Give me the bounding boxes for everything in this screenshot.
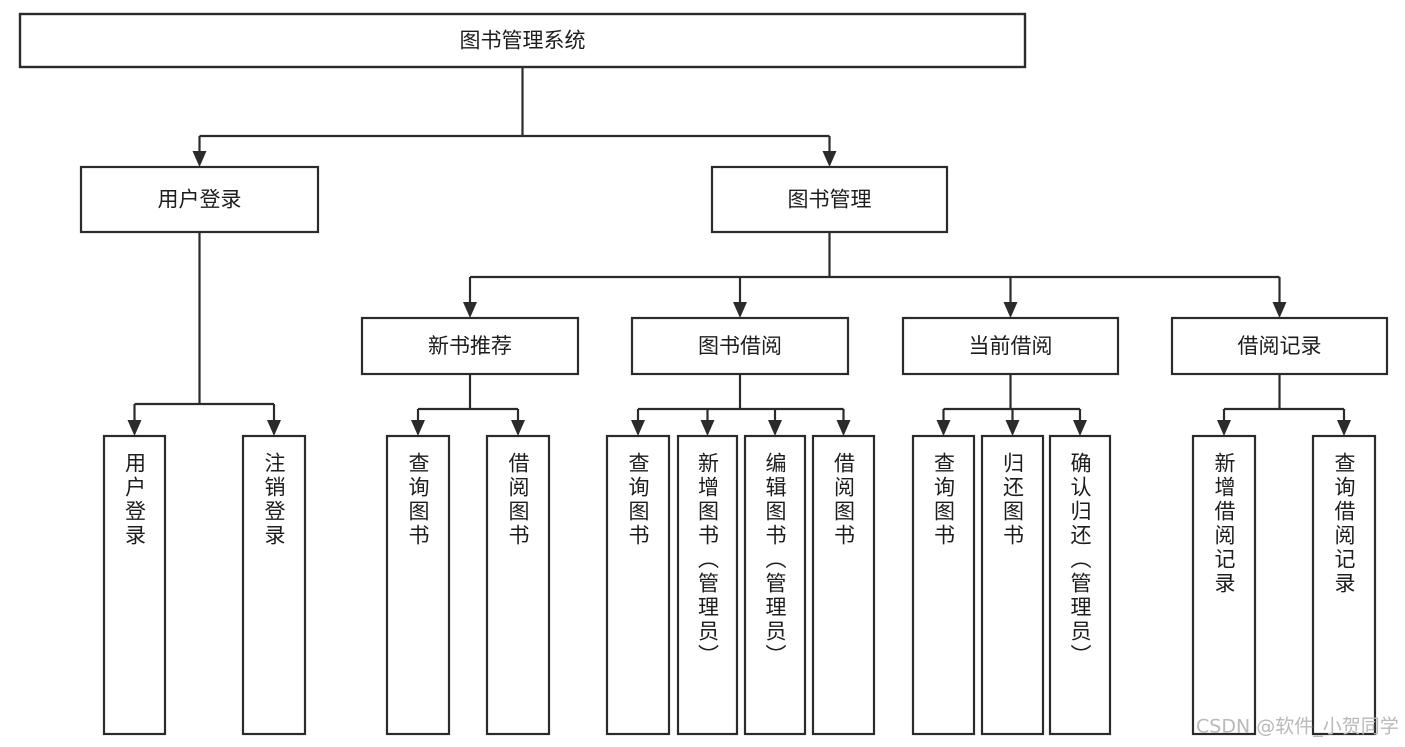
node-leaf-query-book-rec[interactable]: 查询图书 xyxy=(385,434,451,736)
node-label-leaf-confirm-return-admin: 确认归还（管理员） xyxy=(1068,452,1092,668)
node-label-book-borrow: 图书借阅 xyxy=(698,334,782,358)
node-label-leaf-query-book-borrow: 查询图书 xyxy=(626,452,650,548)
node-leaf-logout-login[interactable]: 注销登录 xyxy=(241,434,307,736)
node-label-leaf-return-book: 归还图书 xyxy=(1001,452,1025,548)
conn-root-to-user-login-arrowhead xyxy=(192,151,207,167)
node-box-leaf-query-book-borrow xyxy=(605,434,671,736)
node-leaf-confirm-return-admin[interactable]: 确认归还（管理员） xyxy=(1048,434,1112,736)
node-current-borrow[interactable]: 当前借阅 xyxy=(901,316,1120,376)
node-box-leaf-user-login xyxy=(102,434,167,736)
conn-root-to-book-manage-arrowhead xyxy=(822,151,837,167)
node-leaf-add-book-admin[interactable]: 新增图书（管理员） xyxy=(676,434,739,736)
conn-new-book-recommend-to-leaf-borrow-book-rec-arrowhead xyxy=(511,420,525,436)
node-label-leaf-query-book-current: 查询图书 xyxy=(932,452,956,548)
conn-borrow-record-to-leaf-query-borrow-record-arrowhead xyxy=(1337,420,1351,436)
csdn-watermark: CSDN @软件_小贺同学 xyxy=(1196,716,1399,738)
node-label-leaf-edit-book-admin: 编辑图书（管理员） xyxy=(763,452,787,668)
conn-book-manage-to-current-borrow-arrowhead xyxy=(1003,302,1018,318)
conn-book-borrow-to-leaf-borrow-book-arrowhead xyxy=(836,420,851,436)
conn-borrow-record-to-leaf-add-borrow-record-arrowhead xyxy=(1217,420,1231,436)
node-leaf-query-book-current[interactable]: 查询图书 xyxy=(911,434,976,736)
node-box-leaf-return-book xyxy=(980,434,1045,736)
node-label-root: 图书管理系统 xyxy=(460,29,586,53)
conn-new-book-recommend-to-leaf-query-book-rec-arrowhead xyxy=(411,420,425,436)
node-label-leaf-borrow-book: 借阅图书 xyxy=(832,452,856,548)
node-label-leaf-borrow-book-rec: 借阅图书 xyxy=(506,452,530,548)
node-label-book-manage: 图书管理 xyxy=(788,188,872,212)
node-label-new-book-recommend: 新书推荐 xyxy=(428,334,512,358)
node-box-user-login xyxy=(79,165,320,234)
node-leaf-user-login[interactable]: 用户登录 xyxy=(102,434,167,736)
node-label-borrow-record: 借阅记录 xyxy=(1238,334,1322,358)
node-box-leaf-query-book-current xyxy=(911,434,976,736)
node-box-leaf-borrow-book-rec xyxy=(485,434,551,736)
conn-book-borrow-to-leaf-query-book-borrow-arrowhead xyxy=(631,420,645,436)
node-box-leaf-add-book-admin xyxy=(676,434,739,736)
node-book-borrow[interactable]: 图书借阅 xyxy=(630,316,850,376)
node-box-leaf-confirm-return-admin xyxy=(1048,434,1112,736)
node-layer: 图书管理系统用户登录图书管理新书推荐图书借阅当前借阅借阅记录用户登录注销登录查询… xyxy=(18,12,1389,736)
node-box-leaf-edit-book-admin xyxy=(743,434,807,736)
node-label-leaf-logout-login: 注销登录 xyxy=(262,452,286,548)
node-box-book-manage xyxy=(710,165,949,234)
node-label-leaf-query-borrow-record: 查询借阅记录 xyxy=(1332,452,1356,596)
conn-book-borrow-to-leaf-edit-book-admin-arrowhead xyxy=(768,420,782,436)
conn-user-login-to-leaf-user-login-arrowhead xyxy=(127,420,142,436)
conn-book-borrow-to-leaf-add-book-admin-arrowhead xyxy=(700,420,715,436)
node-new-book-recommend[interactable]: 新书推荐 xyxy=(360,316,580,376)
conn-book-manage-to-book-borrow-arrowhead xyxy=(733,302,747,318)
node-leaf-return-book[interactable]: 归还图书 xyxy=(980,434,1045,736)
connector-layer xyxy=(127,67,1351,436)
node-leaf-query-borrow-record[interactable]: 查询借阅记录 xyxy=(1311,434,1377,736)
node-borrow-record[interactable]: 借阅记录 xyxy=(1170,316,1389,376)
node-box-leaf-add-borrow-record xyxy=(1191,434,1257,736)
node-leaf-query-book-borrow[interactable]: 查询图书 xyxy=(605,434,671,736)
conn-current-borrow-to-leaf-query-book-current-arrowhead xyxy=(936,420,951,436)
node-box-book-borrow xyxy=(630,316,850,376)
node-book-manage[interactable]: 图书管理 xyxy=(710,165,949,234)
node-label-user-login: 用户登录 xyxy=(158,188,242,212)
node-user-login[interactable]: 用户登录 xyxy=(79,165,320,234)
node-root[interactable]: 图书管理系统 xyxy=(18,12,1027,69)
node-label-leaf-add-borrow-record: 新增借阅记录 xyxy=(1212,452,1236,596)
node-box-leaf-logout-login xyxy=(241,434,307,736)
node-leaf-borrow-book[interactable]: 借阅图书 xyxy=(811,434,876,736)
conn-book-manage-to-borrow-record-arrowhead xyxy=(1272,302,1287,318)
node-box-leaf-borrow-book xyxy=(811,434,876,736)
node-label-leaf-add-book-admin: 新增图书（管理员） xyxy=(696,452,720,668)
node-box-borrow-record xyxy=(1170,316,1389,376)
node-leaf-edit-book-admin[interactable]: 编辑图书（管理员） xyxy=(743,434,807,736)
node-box-leaf-query-book-rec xyxy=(385,434,451,736)
conn-current-borrow-to-leaf-confirm-return-admin-arrowhead xyxy=(1073,420,1087,436)
node-leaf-add-borrow-record[interactable]: 新增借阅记录 xyxy=(1191,434,1257,736)
node-box-new-book-recommend xyxy=(360,316,580,376)
node-box-current-borrow xyxy=(901,316,1120,376)
node-label-current-borrow: 当前借阅 xyxy=(969,334,1053,358)
conn-user-login-to-leaf-logout-login-arrowhead xyxy=(267,420,281,436)
conn-current-borrow-to-leaf-return-book-arrowhead xyxy=(1005,420,1020,436)
conn-book-manage-to-new-book-recommend-arrowhead xyxy=(463,302,477,318)
node-box-leaf-query-borrow-record xyxy=(1311,434,1377,736)
node-label-leaf-query-book-rec: 查询图书 xyxy=(406,452,430,548)
node-label-leaf-user-login: 用户登录 xyxy=(123,452,147,548)
node-leaf-borrow-book-rec[interactable]: 借阅图书 xyxy=(485,434,551,736)
node-box-root xyxy=(18,12,1027,69)
